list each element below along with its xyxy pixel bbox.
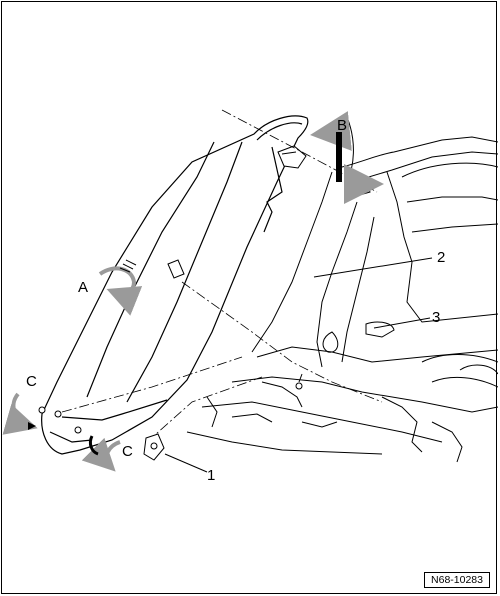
callout-3: 3: [432, 309, 440, 326]
screw-fixing: [143, 175, 371, 461]
callout-c-right: C: [122, 443, 133, 460]
arrow-c-left: [2, 392, 38, 435]
figure-reference-code: N68-10283: [424, 572, 490, 588]
pillar-trim-panel: [41, 115, 309, 455]
panel-clip-upper: [277, 145, 307, 169]
vehicle-body-structure: [186, 116, 498, 463]
arrow-c-right: [81, 437, 121, 472]
panel-clip-mid: [167, 259, 185, 279]
arrow-b-bar: [336, 132, 342, 182]
callout-b: B: [337, 117, 347, 134]
callout-c-left: C: [26, 373, 37, 390]
callout-2: 2: [437, 249, 445, 266]
leader-lines: [164, 257, 433, 473]
arrow-c-left-tip: [28, 422, 36, 430]
callout-a: A: [78, 279, 88, 296]
panel-clip-lower: [38, 406, 82, 434]
arrow-b: [310, 111, 384, 204]
arrow-a-hatch: [119, 259, 137, 273]
arrow-c-right-black: [88, 435, 99, 456]
callout-1: 1: [207, 467, 215, 484]
arrow-a: [98, 266, 143, 316]
